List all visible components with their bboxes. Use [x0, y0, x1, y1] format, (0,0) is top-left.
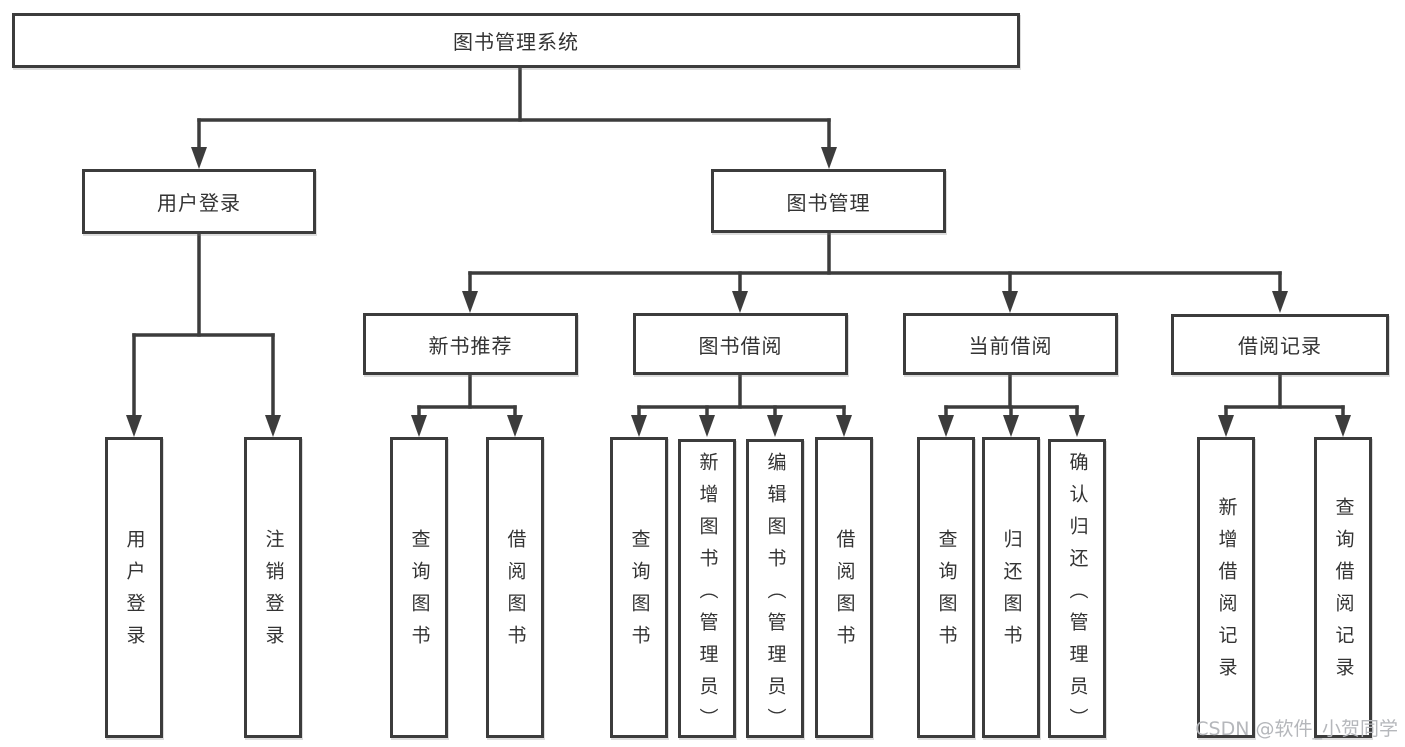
leaf-logout: 注销登录: [244, 437, 302, 738]
leaf-edit-book-admin: 编辑图书（管理员）: [746, 439, 804, 740]
node-current-borrowing: 当前借阅: [903, 313, 1118, 375]
leaf-confirm-return-admin: 确认归还（管理员）: [1048, 439, 1106, 740]
node-new-book-recommendation: 新书推荐: [363, 313, 578, 375]
node-book-borrowing: 图书借阅: [633, 313, 848, 375]
node-borrowing-records: 借阅记录: [1171, 314, 1389, 375]
leaf-query-books-recommend: 查询图书: [390, 437, 448, 738]
watermark: CSDN @软件_小贺同学: [1195, 718, 1398, 740]
leaf-return-book: 归还图书: [982, 437, 1040, 738]
leaf-borrow-books-borrowing: 借阅图书: [815, 437, 873, 738]
node-library-management-system: 图书管理系统: [12, 13, 1020, 68]
leaf-add-book-admin: 新增图书（管理员）: [678, 439, 736, 740]
leaf-query-books-borrowing: 查询图书: [610, 437, 668, 738]
arrowhead-icons: [126, 147, 1351, 437]
leaf-borrow-books-recommend: 借阅图书: [486, 437, 544, 738]
leaf-query-borrow-record: 查询借阅记录: [1314, 437, 1372, 738]
leaf-add-borrow-record: 新增借阅记录: [1197, 437, 1255, 738]
node-book-management: 图书管理: [711, 169, 946, 233]
leaf-query-books-current: 查询图书: [917, 437, 975, 738]
node-user-login-group: 用户登录: [82, 169, 316, 234]
leaf-user-login: 用户登录: [105, 437, 163, 738]
